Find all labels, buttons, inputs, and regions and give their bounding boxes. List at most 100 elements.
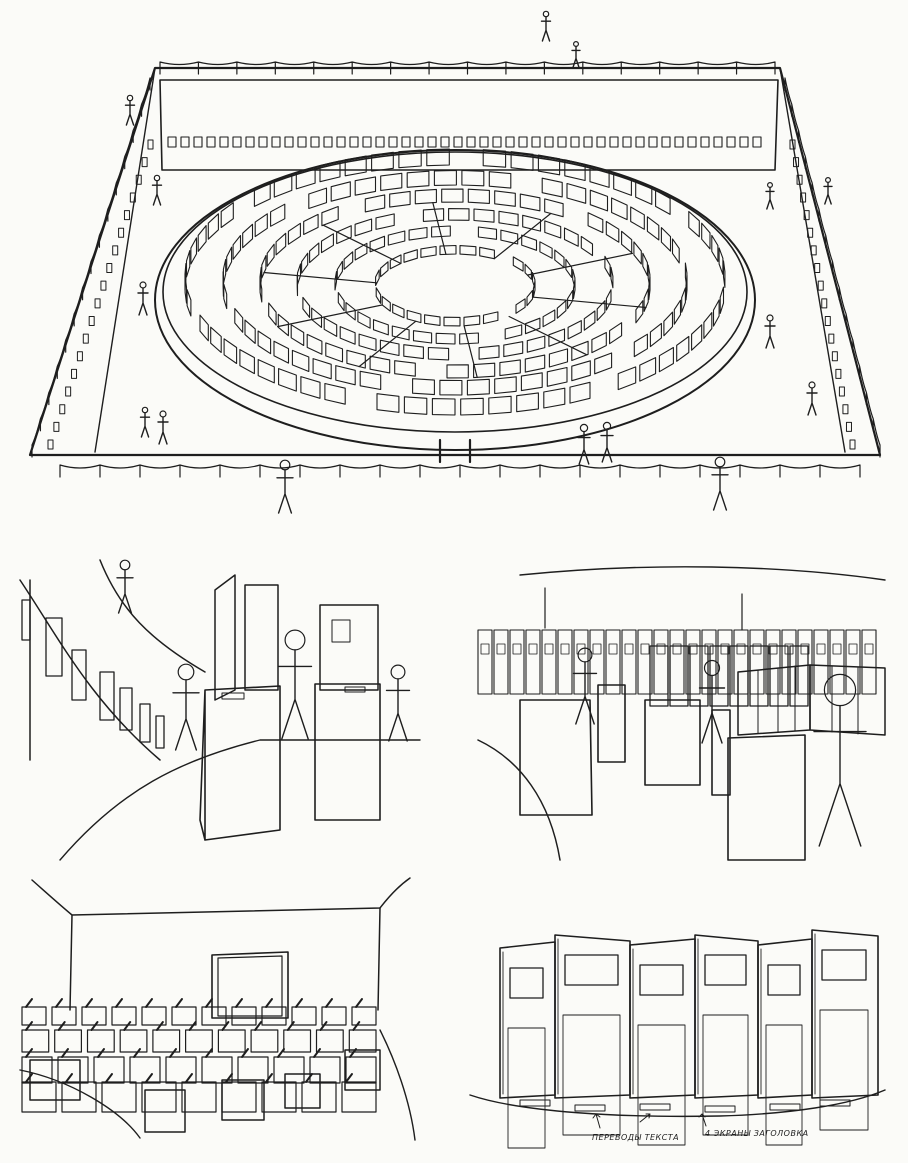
maze-screen [503, 341, 524, 358]
maze-screen [406, 170, 430, 188]
wall-frame [828, 333, 835, 344]
maze-divider [322, 224, 402, 265]
near-screen [669, 645, 689, 707]
maze-divider [463, 325, 478, 378]
case-screen [325, 998, 333, 1008]
person-body [823, 181, 833, 205]
wall-frame [232, 136, 242, 148]
maze-screen [300, 376, 321, 399]
exhibit-case [54, 1029, 83, 1053]
maze-screen [589, 165, 610, 188]
maze-screen [359, 370, 382, 391]
case-screen [305, 1073, 313, 1083]
maze-screen [544, 198, 564, 218]
wall-frame [65, 386, 72, 397]
wall-frame [88, 315, 95, 326]
maze-screen [554, 249, 565, 268]
person-body [698, 674, 726, 744]
maze-screen [646, 216, 660, 241]
screen-picture [528, 643, 538, 655]
curved-wall-base [19, 579, 161, 761]
wall-frame [845, 421, 852, 432]
maze-screen [335, 365, 356, 386]
wall-frame [141, 157, 148, 168]
exhibit-case [351, 1006, 377, 1026]
person-figure [137, 281, 149, 316]
person-head [703, 659, 721, 677]
maze-screen [312, 358, 332, 380]
maze-screen [609, 322, 623, 345]
exhibit-case [231, 1006, 257, 1026]
pedestal-label [344, 686, 366, 693]
visitor-figures [572, 647, 867, 847]
wall-frame [739, 136, 749, 148]
screen-inset [819, 1009, 869, 1131]
wall-frame [609, 136, 619, 148]
corridor-screens [477, 629, 877, 707]
wall-frame [531, 136, 541, 148]
maze-screen [207, 213, 219, 240]
wall-frame [71, 649, 87, 701]
caption-cards [519, 1099, 851, 1113]
exhibit-case [261, 1081, 297, 1113]
back-wall-frames [167, 136, 762, 148]
maze-screen [566, 182, 587, 204]
maze-screen [541, 177, 563, 198]
maze-screen [431, 398, 456, 416]
pedestal [644, 699, 701, 786]
person-head [542, 10, 550, 18]
maze-screen [580, 235, 594, 257]
exhibit-case [93, 1056, 125, 1084]
maze-screen [403, 396, 428, 415]
corridor-screen [829, 629, 845, 695]
maze-screen [239, 349, 255, 375]
maze-screen [635, 180, 653, 205]
wall-frame [323, 136, 333, 148]
maze-screen [346, 349, 366, 369]
case-screen [265, 1073, 273, 1083]
corridor-screen [781, 629, 797, 695]
maze-screen [309, 242, 320, 264]
maze-screen [295, 166, 316, 190]
person-figure [823, 177, 833, 205]
maze-screen [605, 289, 612, 311]
person-head [390, 664, 406, 680]
case-screen [25, 1048, 33, 1058]
exhibit-case [291, 1006, 317, 1026]
wall-frame [100, 280, 107, 291]
case-screen [188, 1021, 197, 1031]
screen-picture [592, 643, 602, 655]
corridor-screen [861, 629, 877, 695]
maze-screen [435, 332, 456, 345]
maze-screen [345, 302, 356, 321]
wall-frame [271, 136, 281, 148]
wall-frame [583, 136, 593, 148]
wall-frame [800, 192, 807, 203]
maze-screen [542, 309, 556, 328]
maze-screen [259, 266, 262, 291]
case-screen [105, 1073, 113, 1083]
person-head [808, 381, 816, 389]
exhibit-case [301, 1081, 337, 1113]
caption-card [769, 1103, 801, 1111]
case-screen [355, 998, 363, 1008]
corridor-screen [493, 629, 509, 695]
maze-screen [334, 271, 338, 291]
rope-fence-top [159, 61, 776, 75]
screen-picture [672, 643, 682, 655]
person-body [276, 469, 294, 514]
maze-screen [223, 338, 238, 365]
maze-screen [296, 263, 302, 285]
exhibit-case [201, 1006, 227, 1026]
maze-screen [277, 313, 289, 337]
maze-screen [257, 359, 275, 384]
maze-screen [701, 222, 711, 250]
screen-picture [656, 643, 666, 655]
exhibit-case [283, 1029, 312, 1053]
maze-screen [427, 346, 450, 361]
maze-screen [439, 379, 463, 396]
case-screen [25, 998, 33, 1008]
wall-frame [112, 245, 119, 256]
case-screen [205, 998, 213, 1008]
caption-card [639, 1103, 671, 1111]
